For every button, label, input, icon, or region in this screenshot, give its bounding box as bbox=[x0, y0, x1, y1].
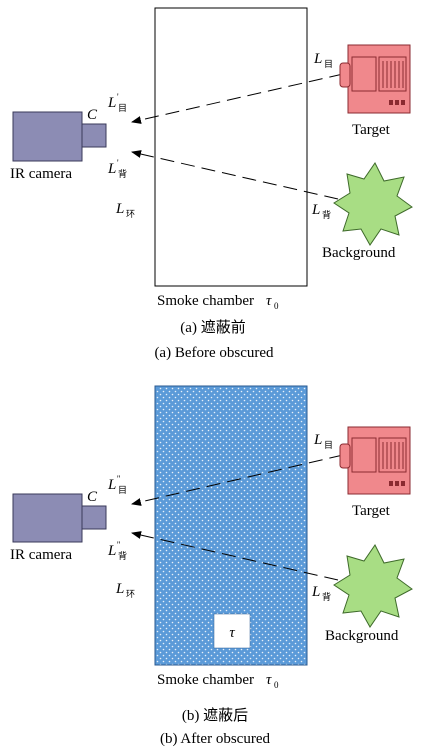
svg-text:环: 环 bbox=[126, 209, 135, 220]
target-icon bbox=[339, 426, 411, 495]
ray-background-b bbox=[131, 531, 339, 581]
label-l-mu-double-prime: L '' 目 bbox=[107, 474, 127, 496]
svg-text:'': '' bbox=[117, 540, 121, 550]
svg-text:背: 背 bbox=[118, 168, 127, 180]
svg-text:Smoke chamber: Smoke chamber bbox=[157, 293, 254, 309]
svg-text:目: 目 bbox=[118, 103, 127, 114]
svg-text:Smoke chamber: Smoke chamber bbox=[157, 672, 254, 688]
svg-text:目: 目 bbox=[324, 440, 333, 451]
label-right-l-bei: L 背 bbox=[311, 202, 331, 221]
svg-text:背: 背 bbox=[322, 591, 331, 603]
label-right-l-mu: L 目 bbox=[313, 432, 333, 451]
caption-b-en: (b) After obscured bbox=[160, 731, 270, 747]
svg-text:L: L bbox=[115, 581, 124, 597]
target-label: Target bbox=[352, 503, 391, 519]
label-l-mu-prime: L ' 目 bbox=[107, 92, 127, 114]
svg-text:τ: τ bbox=[266, 293, 272, 309]
caption-a-cn: (a) 遮蔽前 bbox=[180, 319, 245, 336]
chamber-label-a: Smoke chamber τ 0 bbox=[157, 293, 279, 311]
svg-text:L: L bbox=[311, 202, 320, 218]
panel-b: τ IR camera C L '' 目 L '' 背 L 环 L 目 L bbox=[10, 385, 413, 747]
c-label: C bbox=[87, 489, 98, 505]
c-label: C bbox=[87, 107, 98, 123]
panel-a: IR camera C L ' 目 L ' 背 L 环 L 目 L 背 bbox=[10, 7, 413, 361]
background-label: Background bbox=[325, 628, 399, 644]
svg-text:目: 目 bbox=[324, 59, 333, 70]
svg-text:τ: τ bbox=[266, 672, 272, 688]
ray-target-b bbox=[131, 454, 344, 506]
svg-text:': ' bbox=[117, 92, 119, 102]
caption-b-cn: (b) 遮蔽后 bbox=[182, 707, 248, 724]
svg-text:L: L bbox=[107, 543, 116, 559]
caption-a-en: (a) Before obscured bbox=[154, 345, 274, 361]
smoke-chamber-a bbox=[154, 7, 308, 287]
svg-text:L: L bbox=[115, 201, 124, 217]
ray-target-a bbox=[131, 73, 344, 124]
svg-text:背: 背 bbox=[118, 550, 127, 562]
target-icon bbox=[339, 44, 411, 114]
target-label: Target bbox=[352, 122, 391, 138]
ray-background-a bbox=[131, 150, 339, 200]
svg-text:目: 目 bbox=[118, 485, 127, 496]
tau-box-label: τ bbox=[229, 625, 235, 641]
label-l-huan: L 环 bbox=[115, 581, 135, 600]
background-star-icon bbox=[333, 544, 413, 628]
svg-text:L: L bbox=[107, 477, 116, 493]
svg-text:'': '' bbox=[117, 474, 121, 484]
svg-text:环: 环 bbox=[126, 589, 135, 600]
svg-text:L: L bbox=[311, 584, 320, 600]
label-right-l-mu: L 目 bbox=[313, 51, 333, 70]
label-right-l-bei: L 背 bbox=[311, 584, 331, 603]
svg-text:': ' bbox=[117, 158, 119, 168]
background-star-icon bbox=[333, 162, 413, 246]
background-label: Background bbox=[322, 245, 396, 261]
svg-text:L: L bbox=[107, 95, 116, 111]
svg-text:L: L bbox=[313, 432, 322, 448]
label-l-bei-prime: L ' 背 bbox=[107, 158, 127, 180]
svg-text:L: L bbox=[107, 161, 116, 177]
svg-text:L: L bbox=[313, 51, 322, 67]
ir-camera-icon bbox=[12, 111, 107, 162]
camera-label: IR camera bbox=[10, 547, 72, 563]
svg-text:0: 0 bbox=[274, 301, 279, 311]
svg-text:0: 0 bbox=[274, 680, 279, 690]
svg-text:背: 背 bbox=[322, 209, 331, 221]
tau-box bbox=[213, 613, 251, 649]
label-l-huan: L 环 bbox=[115, 201, 135, 220]
camera-label: IR camera bbox=[10, 166, 72, 182]
ir-camera-icon bbox=[12, 493, 107, 543]
chamber-label-b: Smoke chamber τ 0 bbox=[157, 672, 279, 690]
label-l-bei-double-prime: L '' 背 bbox=[107, 540, 127, 562]
